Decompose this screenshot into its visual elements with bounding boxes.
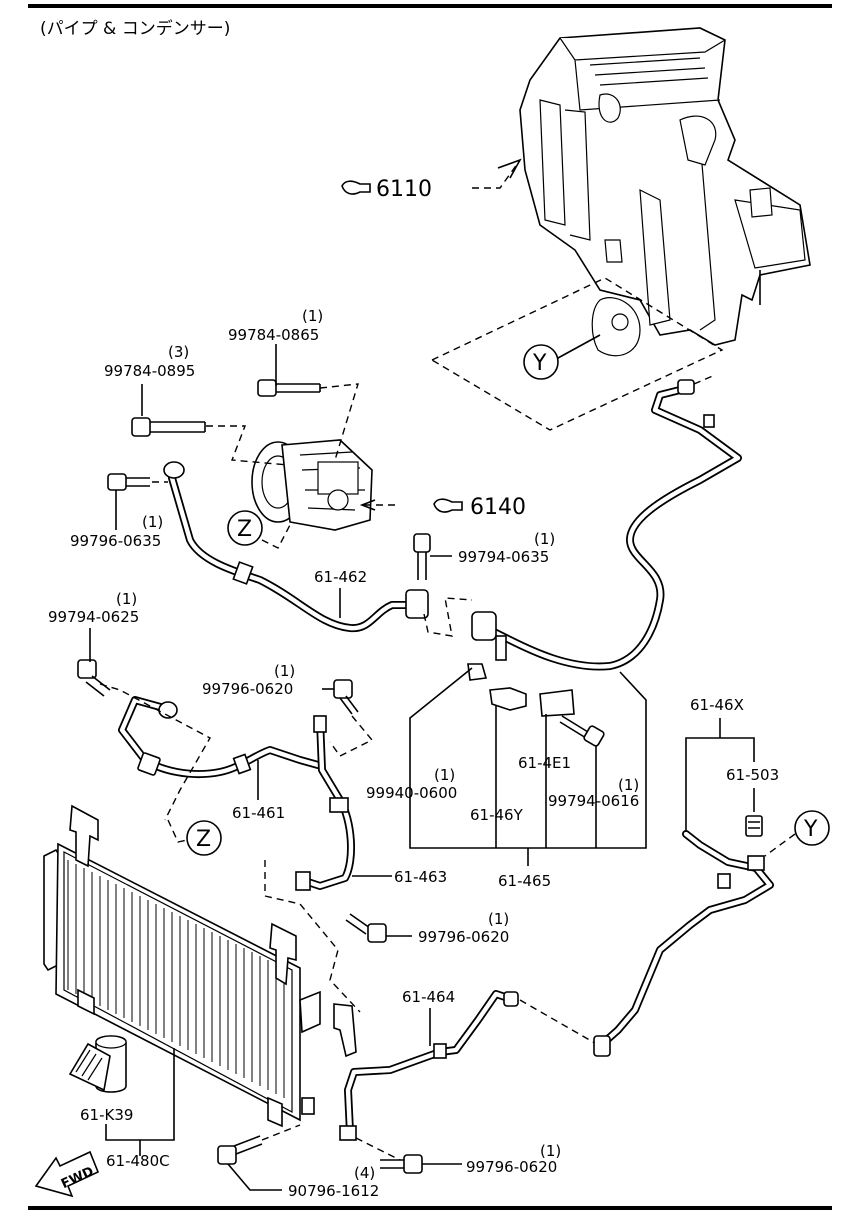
ref-6110: 6110 xyxy=(376,177,432,202)
part-99784-0895: 99784-0895 xyxy=(104,362,195,380)
qty-99794-0625: (1) xyxy=(116,590,137,608)
part-61-46X: 61-46X xyxy=(690,696,744,714)
receiver-61-K39 xyxy=(68,1035,127,1093)
qty-99784-0865: (1) xyxy=(302,307,323,325)
marker-z-top: Z xyxy=(237,517,252,542)
part-99796-0620-a: 99796-0620 xyxy=(202,680,293,698)
part-99796-0635: 99796-0635 xyxy=(70,532,161,550)
part-61-464: 61-464 xyxy=(402,988,455,1006)
bolt-99794-0635 xyxy=(413,533,431,580)
marker-y-top: Y xyxy=(532,351,547,376)
part-61-461: 61-461 xyxy=(232,804,285,822)
bolt-99794-0625 xyxy=(77,659,111,697)
bolt-99794-0616 xyxy=(559,715,605,747)
qty-99796-0620-b: (1) xyxy=(488,910,509,928)
bolt-90796-1612 xyxy=(217,1135,263,1165)
pressure-switch-61-503 xyxy=(745,815,763,837)
pipe-61-461 xyxy=(118,696,322,779)
pipe-61-465 xyxy=(471,379,742,671)
qty-99796-0635: (1) xyxy=(142,513,163,531)
page-title: (パイプ & コンデンサー) xyxy=(40,18,230,39)
part-99794-0635: 99794-0635 xyxy=(458,548,549,566)
part-61-462: 61-462 xyxy=(314,568,367,586)
marker-z-mid: Z xyxy=(196,827,211,852)
hvac-unit-illustration xyxy=(519,27,811,357)
bolt-99796-0620-a xyxy=(333,679,359,715)
marker-y-bottom: Y xyxy=(803,817,818,842)
part-99784-0865: 99784-0865 xyxy=(228,326,319,344)
bolt-99796-0635 xyxy=(107,473,150,491)
part-61-503: 61-503 xyxy=(726,766,779,784)
qty-99796-0620-a: (1) xyxy=(274,662,295,680)
fwd-arrow-icon: FWD xyxy=(34,1150,100,1198)
bolt-99796-0620-c xyxy=(380,1154,423,1174)
qty-99940-0600: (1) xyxy=(434,766,455,784)
part-90796-1612: 90796-1612 xyxy=(288,1182,379,1200)
compressor-illustration xyxy=(251,439,373,531)
part-99794-0616: 99794-0616 xyxy=(548,792,639,810)
ref-6140: 6140 xyxy=(470,495,526,520)
qty-99784-0895: (3) xyxy=(168,343,189,361)
pipe-61-464 xyxy=(301,990,519,1141)
bolt-99784-0865 xyxy=(257,379,321,397)
part-61-K39: 61-K39 xyxy=(80,1106,133,1124)
pipe-61-462 xyxy=(163,461,429,633)
pipe-61-463 xyxy=(295,715,356,891)
bolt-99796-0620-b xyxy=(345,913,387,943)
part-61-465: 61-465 xyxy=(498,872,551,890)
qty-99794-0635: (1) xyxy=(534,530,555,548)
qty-90796-1612: (4) xyxy=(354,1164,375,1182)
pipe-61-46X xyxy=(593,830,774,1057)
part-61-480C: 61-480C xyxy=(106,1152,170,1170)
part-99940-0600: 99940-0600 xyxy=(366,784,457,802)
part-61-4E1: 61-4E1 xyxy=(518,754,571,772)
part-61-463: 61-463 xyxy=(394,868,447,886)
condenser-illustration xyxy=(43,804,357,1128)
part-99796-0620-b: 99796-0620 xyxy=(418,928,509,946)
qty-99794-0616: (1) xyxy=(618,776,639,794)
part-99796-0620-c: 99796-0620 xyxy=(466,1158,557,1176)
part-99794-0625: 99794-0625 xyxy=(48,608,139,626)
part-61-46Y: 61-46Y xyxy=(470,806,524,824)
qty-99796-0620-c: (1) xyxy=(540,1142,561,1160)
bolt-99784-0895 xyxy=(131,417,206,437)
